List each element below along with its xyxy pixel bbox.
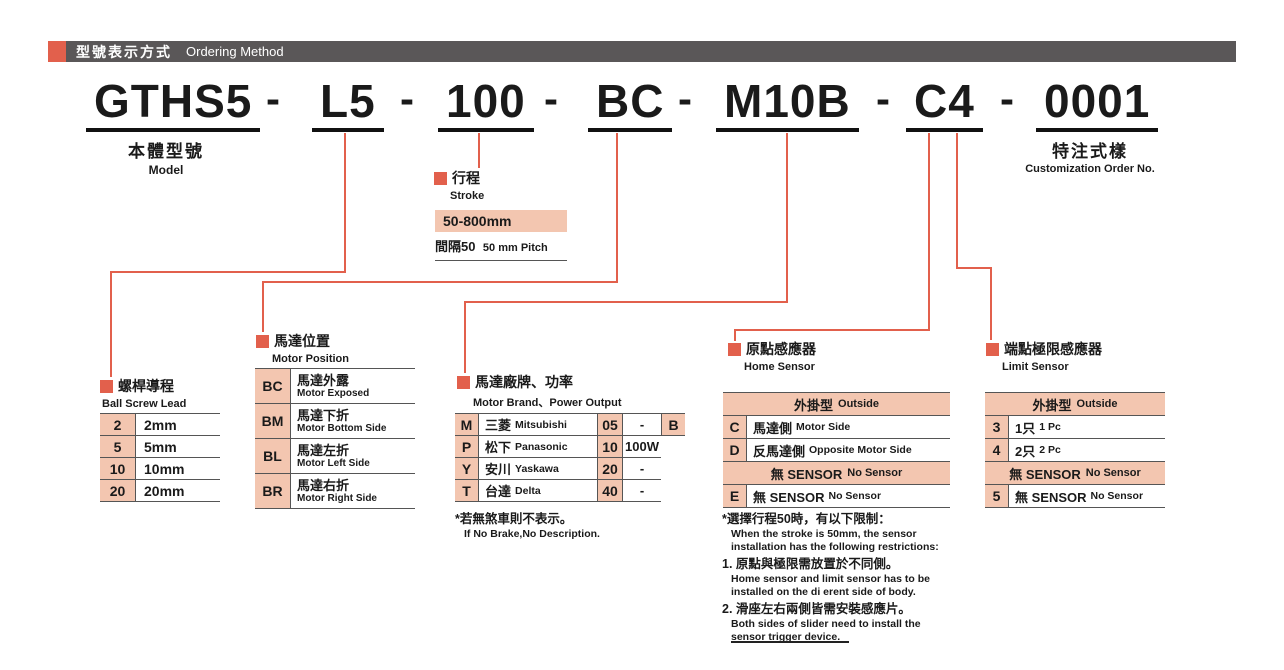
- customization-label: 特注式樣 Customization Order No.: [1025, 142, 1155, 175]
- table-row: BC 馬達外露 Motor Exposed: [255, 369, 415, 404]
- limit-sensor-title: 端點極限感應器 Limit Sensor: [986, 339, 1102, 373]
- brake-code-cell: B: [661, 413, 685, 436]
- stroke-range: 50-800mm: [435, 210, 567, 232]
- table-row: 5 無 SENSOR No Sensor: [985, 485, 1165, 508]
- connector-line: [464, 301, 788, 303]
- page-crop-line: [731, 641, 849, 643]
- table-row: 20 20mm: [100, 480, 220, 502]
- stroke-section-title: 行程 Stroke: [434, 168, 484, 202]
- section-header-bar: 型號表示方式 Ordering Method: [48, 41, 1236, 62]
- table-row: Y 安川 Yaskawa 20 -: [455, 458, 661, 480]
- connector-line: [262, 281, 264, 332]
- table-group-header: 外掛型 Outside: [723, 393, 950, 416]
- table-divider-row: 無 SENSOR No Sensor: [723, 462, 950, 485]
- table-row: T 台達 Delta 40 -: [455, 480, 661, 502]
- table-row: E 無 SENSOR No Sensor: [723, 485, 950, 508]
- model-segment-model: GTHS5: [86, 76, 261, 132]
- table-group-header: 外掛型 Outside: [985, 393, 1165, 416]
- home-sensor-title: 原點感應器 Home Sensor: [728, 339, 816, 373]
- model-segment-lead: L5: [312, 76, 384, 132]
- table-row: BR 馬達右折 Motor Right Side: [255, 474, 415, 509]
- bullet-square-icon: [100, 379, 113, 393]
- ball-screw-lead-title: 螺桿導程 Ball Screw Lead: [100, 378, 187, 410]
- table-row: 4 2只 2 Pc: [985, 439, 1165, 462]
- motor-brand-note: *若無煞車則不表示。 If No Brake,No Description.: [455, 512, 600, 540]
- model-code-dash: -: [1000, 75, 1014, 122]
- model-segment-stroke: 100: [438, 76, 534, 132]
- model-segment-order-no: 0001: [1036, 76, 1159, 132]
- header-title-zh: 型號表示方式: [76, 43, 172, 60]
- connector-line: [956, 133, 958, 269]
- motor-position-table: BC 馬達外露 Motor Exposed BM 馬達下折 Motor Bott…: [255, 368, 415, 509]
- connector-line: [464, 301, 466, 373]
- table-row: 3 1只 1 Pc: [985, 416, 1165, 439]
- bullet-square-icon: [256, 334, 269, 348]
- model-code-dash: -: [400, 75, 414, 122]
- connector-line: [478, 133, 480, 168]
- ball-screw-lead-table: 2 2mm 5 5mm 10 10mm 20 20mm: [100, 413, 220, 502]
- bullet-square-icon: [434, 171, 447, 185]
- bullet-square-icon: [457, 375, 470, 389]
- connector-line: [990, 267, 992, 340]
- connector-line: [956, 267, 992, 269]
- model-segment-motor-brand: M10B: [716, 76, 859, 132]
- connector-line: [928, 133, 930, 331]
- table-row: 10 10mm: [100, 458, 220, 480]
- home-sensor-table: 外掛型 Outside C 馬達側 Motor Side D 反馬達側 Oppo…: [723, 392, 950, 508]
- connector-line: [344, 133, 346, 273]
- table-divider-row: 無 SENSOR No Sensor: [985, 462, 1165, 485]
- table-row: C 馬達側 Motor Side: [723, 416, 950, 439]
- connector-line: [734, 329, 736, 341]
- table-row: 2 2mm: [100, 414, 220, 436]
- bullet-square-icon: [986, 342, 999, 356]
- bullet-square-icon: [728, 342, 741, 356]
- table-row: D 反馬達側 Opposite Motor Side: [723, 439, 950, 462]
- table-row: P 松下 Panasonic 10 100W: [455, 436, 661, 458]
- table-row: BL 馬達左折 Motor Left Side: [255, 439, 415, 474]
- limit-sensor-table: 外掛型 Outside 3 1只 1 Pc 4 2只 2 Pc 無 SENSOR…: [985, 392, 1165, 508]
- connector-line: [786, 133, 788, 303]
- model-segment-motor-position: BC: [588, 76, 673, 132]
- connector-line: [262, 281, 618, 283]
- connector-line: [616, 133, 618, 283]
- model-code-dash: -: [678, 75, 692, 122]
- table-row: BM 馬達下折 Motor Bottom Side: [255, 404, 415, 439]
- motor-brand-table: M 三菱 Mitsubishi 05 - P 松下 Panasonic 10 1…: [455, 413, 661, 502]
- header-accent-square-icon: [48, 41, 66, 62]
- motor-position-title: 馬達位置 Motor Position: [256, 331, 349, 365]
- model-label: 本體型號 Model: [128, 142, 204, 177]
- header-title-en: Ordering Method: [186, 44, 284, 59]
- model-code-dash: -: [266, 75, 280, 122]
- motor-brand-title: 馬達廠牌、功率 Motor Brand、Power Output: [457, 372, 622, 410]
- connector-line: [734, 329, 930, 331]
- table-row: 5 5mm: [100, 436, 220, 458]
- stroke-pitch: 間隔50 50 mm Pitch: [435, 236, 567, 261]
- connector-line: [110, 271, 346, 273]
- table-row: M 三菱 Mitsubishi 05 -: [455, 414, 661, 436]
- connector-line: [110, 271, 112, 377]
- model-segment-sensors: C4: [906, 76, 983, 132]
- model-code-dash: -: [876, 75, 890, 122]
- model-code-dash: -: [544, 75, 558, 122]
- home-sensor-notes: *選擇行程50時，有以下限制： When the stroke is 50mm,…: [722, 512, 939, 643]
